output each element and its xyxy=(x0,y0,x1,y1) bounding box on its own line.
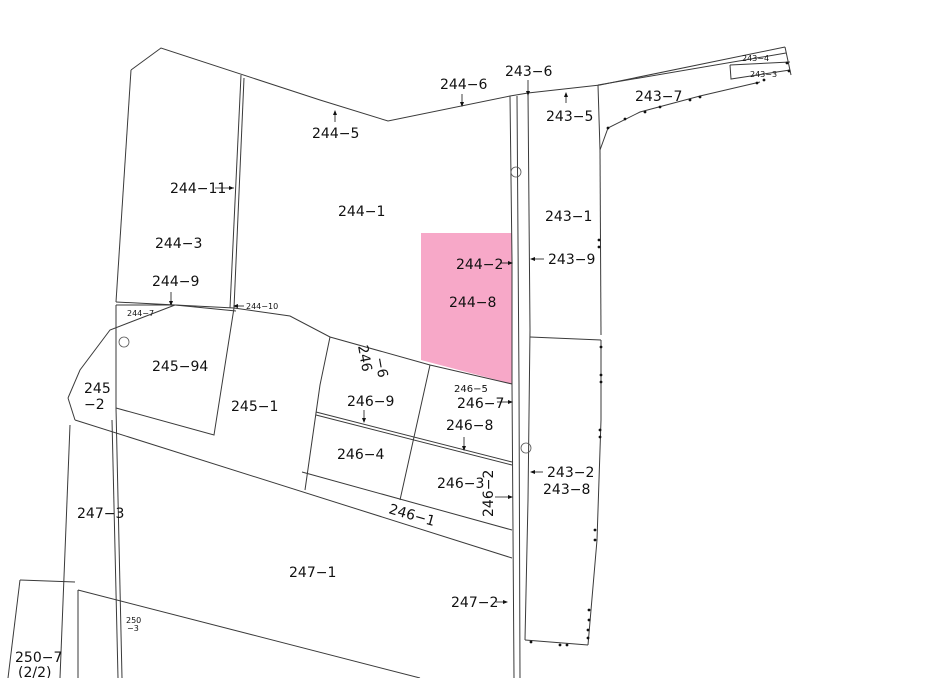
label-246-6-a[interactable]: 246 xyxy=(354,344,374,373)
label-250-3-b[interactable]: −3 xyxy=(127,624,139,633)
label-246-2[interactable]: 246−2 xyxy=(481,470,497,517)
boundary-dots xyxy=(529,61,791,647)
label-246-4[interactable]: 246−4 xyxy=(337,447,384,463)
label-243-1[interactable]: 243−1 xyxy=(545,209,592,225)
label-245-94[interactable]: 245−94 xyxy=(152,359,208,375)
label-243-4[interactable]: 243−4 xyxy=(742,54,769,63)
label-246-5[interactable]: 246−5 xyxy=(454,384,488,395)
label-244-6[interactable]: 244−6 xyxy=(440,77,487,93)
label-243-8[interactable]: 243−8 xyxy=(543,482,590,498)
label-250-3-a[interactable]: 250 xyxy=(126,616,141,625)
label-247-1[interactable]: 247−1 xyxy=(289,565,336,581)
label-246-3[interactable]: 246−3 xyxy=(437,476,484,492)
label-244-5[interactable]: 244−5 xyxy=(312,126,359,142)
label-246-1[interactable]: 246−1 xyxy=(387,501,437,529)
label-244-9[interactable]: 244−9 xyxy=(152,274,199,290)
label-250-7-b[interactable]: (2/2) xyxy=(18,665,51,678)
label-247-3[interactable]: 247−3 xyxy=(77,506,124,522)
label-244-11[interactable]: 244−11 xyxy=(170,181,226,197)
label-247-2[interactable]: 247−2 xyxy=(451,595,498,611)
parcel-boundaries xyxy=(7,46,792,678)
label-244-7[interactable]: 244−7 xyxy=(127,309,154,318)
label-243-5[interactable]: 243−5 xyxy=(546,109,593,125)
highlighted-parcel-244-8[interactable] xyxy=(421,233,512,384)
label-250-7-a[interactable]: 250−7 xyxy=(15,650,62,666)
label-246-8[interactable]: 246−8 xyxy=(446,418,493,434)
label-246-6-b[interactable]: −6 xyxy=(371,356,390,379)
label-244-3[interactable]: 244−3 xyxy=(155,236,202,252)
parcel-labels: 244−6 243−6 243−4 243−3 243−7 243−5 244−… xyxy=(15,54,777,678)
label-244-10[interactable]: 244−10 xyxy=(246,302,278,311)
leader-arrows xyxy=(169,80,568,604)
label-245-2-b[interactable]: −2 xyxy=(84,397,105,413)
label-244-2[interactable]: 244−2 xyxy=(456,257,503,273)
label-243-3[interactable]: 243−3 xyxy=(750,70,777,79)
survey-markers xyxy=(118,166,532,454)
label-243-9[interactable]: 243−9 xyxy=(548,252,595,268)
label-243-6[interactable]: 243−6 xyxy=(505,64,552,80)
label-244-8[interactable]: 244−8 xyxy=(449,295,496,311)
label-243-2[interactable]: 243−2 xyxy=(547,465,594,481)
label-245-2-a[interactable]: 245 xyxy=(84,381,111,397)
label-246-7[interactable]: 246−7 xyxy=(457,396,504,412)
label-244-1[interactable]: 244−1 xyxy=(338,204,385,220)
label-245-1[interactable]: 245−1 xyxy=(231,399,278,415)
label-246-9[interactable]: 246−9 xyxy=(347,394,394,410)
label-243-7[interactable]: 243−7 xyxy=(635,89,682,105)
